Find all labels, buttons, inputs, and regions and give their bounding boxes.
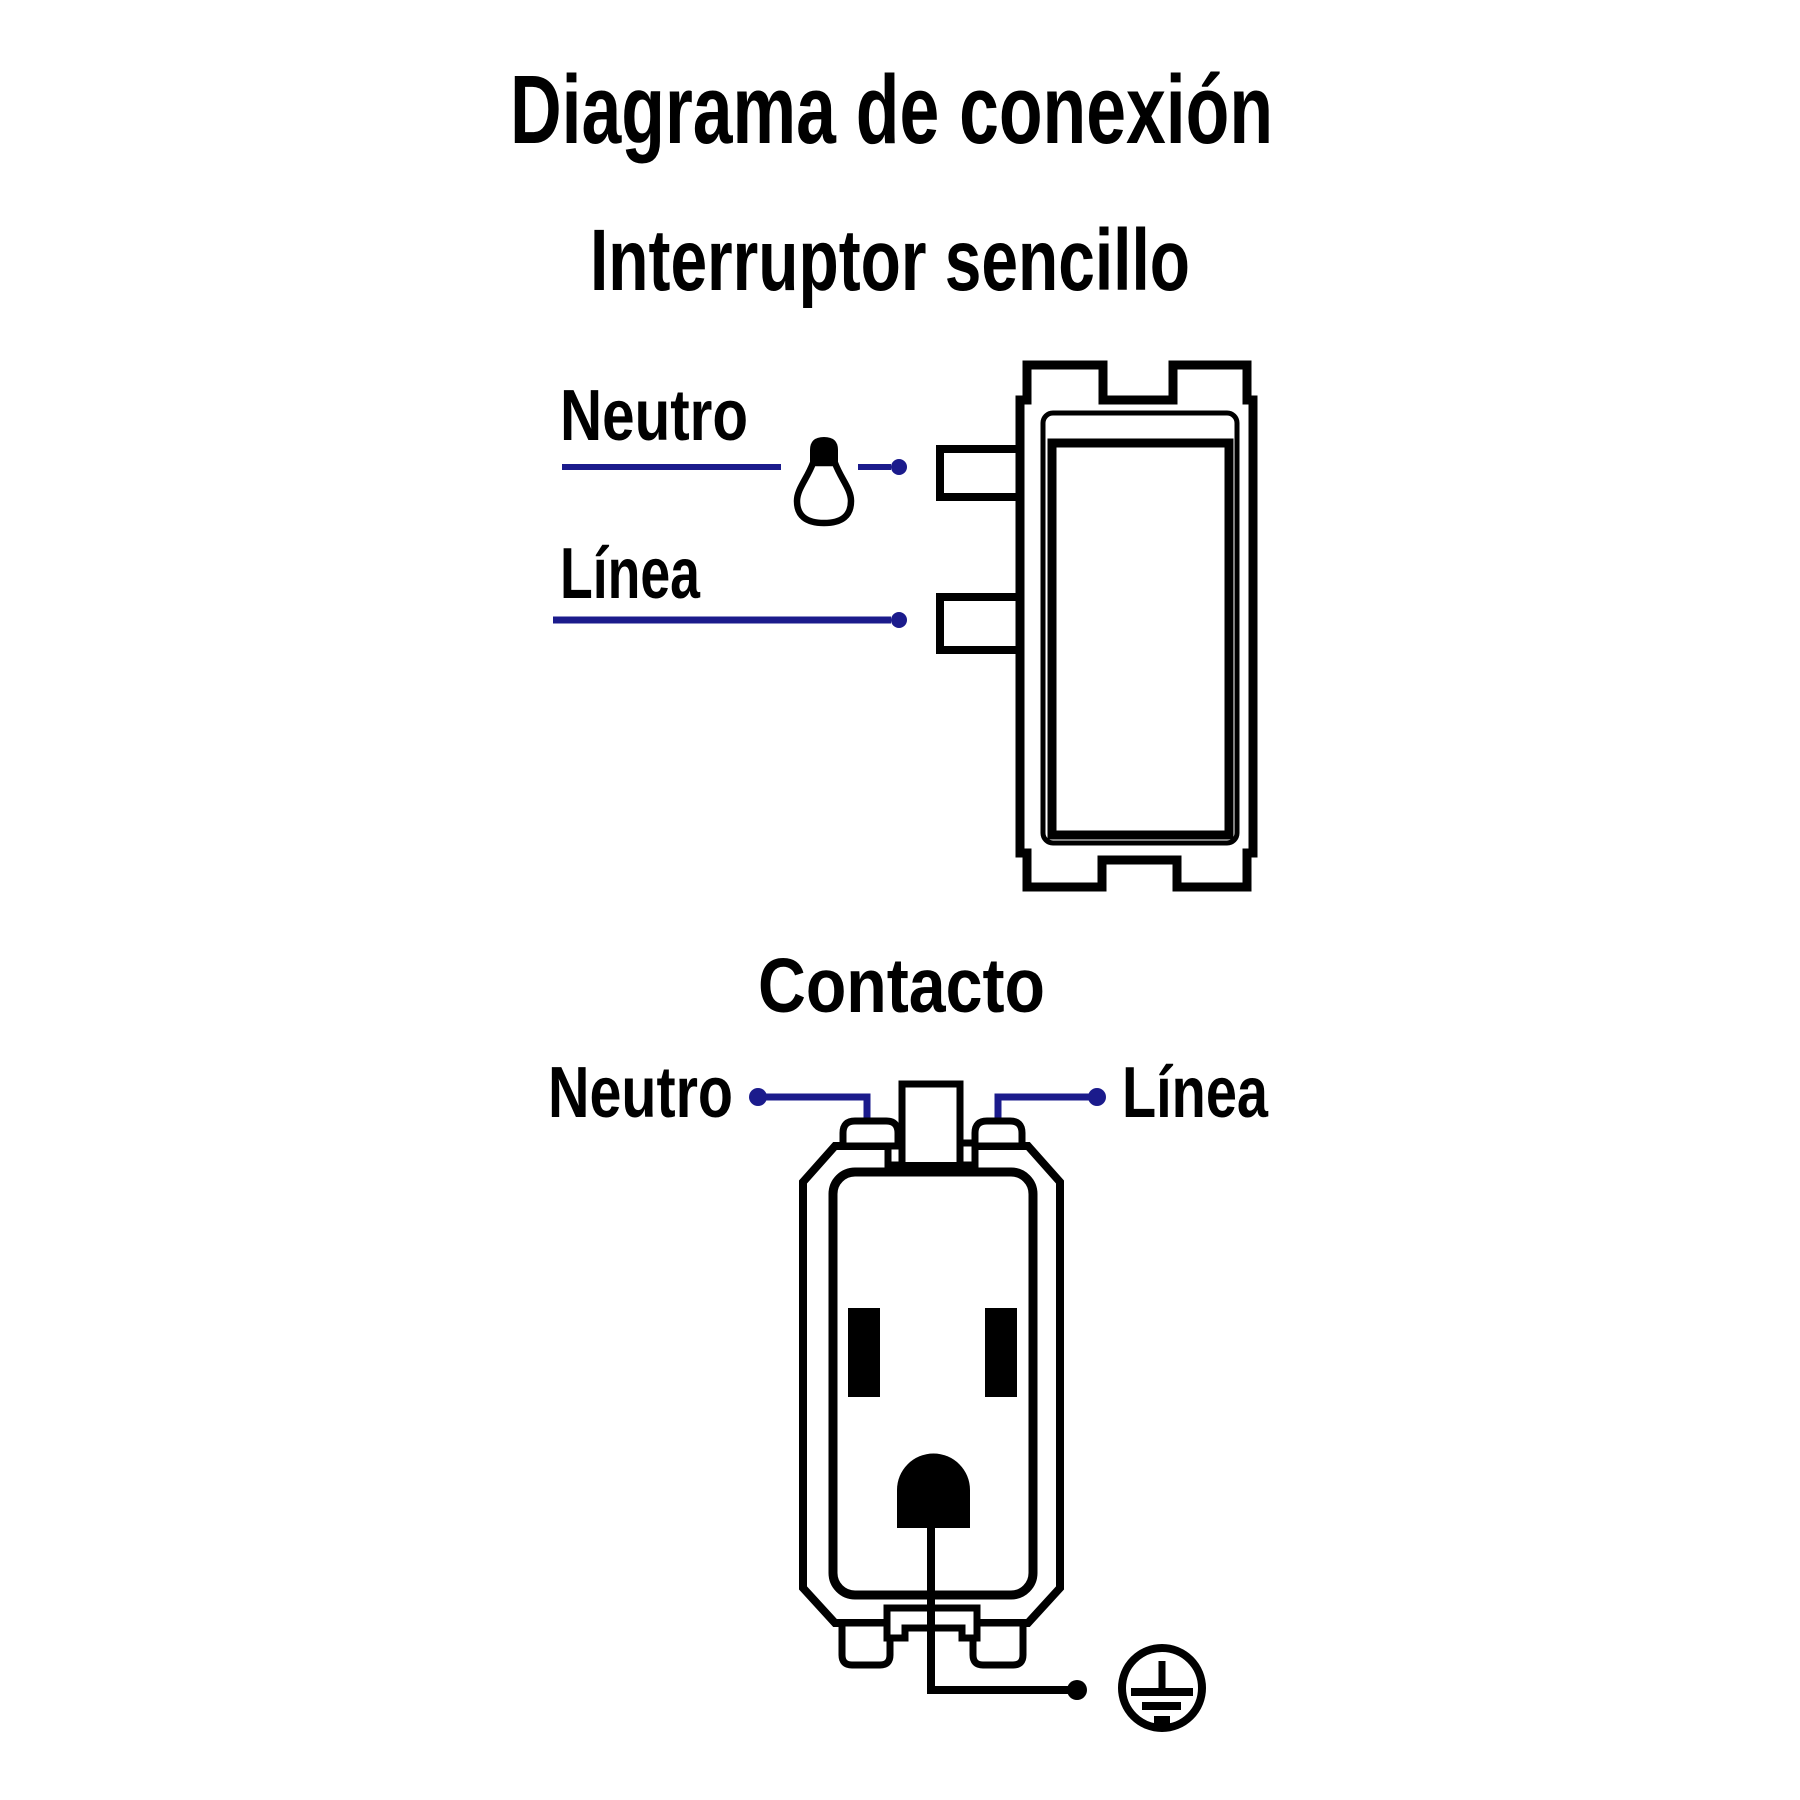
bulb-icon <box>793 437 855 527</box>
outlet-ground-hole <box>897 1453 970 1528</box>
outlet-terminal-cap-left <box>839 1117 902 1150</box>
contacto-section: Neutro Línea <box>548 1053 1269 1732</box>
label-neutro-outlet: Neutro <box>548 1053 733 1133</box>
wire-terminal-dot <box>891 459 907 475</box>
bulb-glass <box>793 459 855 527</box>
switch-terminal-bottom <box>936 593 1028 654</box>
outlet-slot-right <box>985 1308 1017 1397</box>
switch-rocker <box>1047 438 1234 840</box>
outlet-center-post <box>898 1080 964 1162</box>
wire-terminal-dot <box>891 612 907 628</box>
switch-terminal-top <box>936 445 1028 501</box>
outlet-mounting-foot-left <box>838 1619 894 1669</box>
outlet-terminal-cap-right <box>971 1117 1026 1150</box>
ground-wire <box>927 1524 1070 1694</box>
outlet-mounting-foot-right <box>969 1619 1027 1669</box>
outlet-slot-left <box>848 1308 880 1397</box>
section-title-contacto: Contacto <box>758 943 1045 1029</box>
label-linea-switch: Línea <box>560 534 701 614</box>
label-linea-outlet: Línea <box>1122 1053 1269 1133</box>
ground-circle <box>1118 1644 1206 1732</box>
interruptor-section: Neutro Línea <box>553 360 1258 892</box>
ground-wire-dot <box>1067 1680 1087 1700</box>
ground-earth-icon <box>1118 1644 1206 1732</box>
page-title: Diagrama de conexión <box>510 55 1273 164</box>
bulb-base <box>810 437 838 466</box>
section-title-interruptor: Interruptor sencillo <box>590 212 1190 309</box>
switch-figure <box>936 360 1258 892</box>
label-neutro-switch: Neutro <box>560 376 748 456</box>
